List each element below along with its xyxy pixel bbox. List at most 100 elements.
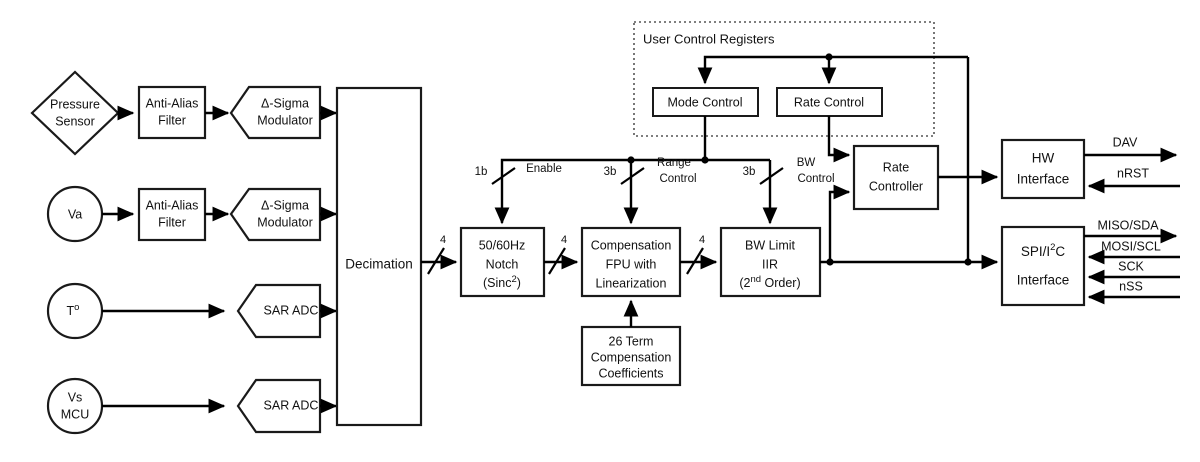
rate-control-block[interactable]: Rate Control: [776, 87, 883, 117]
coefficients-label-line3: Coefficients: [598, 366, 663, 380]
mode-control-label: Mode Control: [667, 95, 742, 109]
hw-interface-block: HW Interface: [1000, 138, 1086, 200]
compensation-fpu-box: [580, 226, 682, 298]
control-signal-enable: 1b Enable: [475, 163, 562, 185]
decimation-box: [335, 86, 423, 427]
hw-interface-label-line1: HW: [1032, 151, 1055, 166]
vs-mcu-label-line2: MCU: [61, 407, 89, 421]
decimation-block: Decimation: [335, 86, 423, 427]
temperature-source-node: To: [46, 282, 104, 340]
junction-range-control: [627, 156, 635, 164]
delta-sigma-modulator-2: Δ-Sigma Modulator: [229, 187, 322, 242]
user-control-registers-title: User Control Registers: [643, 31, 775, 46]
range-control-width: 3b: [604, 166, 617, 178]
vs-mcu-circle: [46, 377, 104, 435]
vs-mcu-label-line1: Vs: [68, 390, 83, 404]
compensation-coefficients-block: 26 Term Compensation Coefficients: [580, 325, 682, 387]
sar-adc-1-label: SAR ADC: [264, 303, 319, 317]
coefficients-label-line1: 26 Term: [609, 334, 654, 348]
sar-adc-2: SAR ADC: [236, 378, 322, 434]
mode-control-box[interactable]: [652, 87, 759, 117]
signal-label-sck: SCK: [1118, 259, 1144, 273]
junction-databus-trunk: [964, 258, 972, 266]
range-control-label-line1: Range: [657, 157, 691, 169]
bw-control-label-line2: Control: [797, 173, 834, 185]
sar-adc-1-shape: [236, 283, 322, 339]
delta-sigma-modulator-2-label-line1: Δ-Sigma: [261, 198, 309, 212]
sar-adc-2-label: SAR ADC: [264, 398, 319, 412]
compensation-fpu-label-line2: FPU with: [606, 257, 657, 271]
pressure-sensor-node: Pressure Sensor: [30, 70, 120, 156]
anti-alias-filter-1-label-line1: Anti-Alias: [146, 96, 199, 110]
bus-width-decimation-out: 4: [440, 234, 446, 246]
rate-controller-label-line2: Controller: [869, 179, 923, 193]
rate-controller-label-line1: Rate: [883, 160, 909, 174]
bw-limit-label-line3: (2nd Order): [739, 274, 800, 291]
range-control-slash: [620, 167, 645, 185]
compensation-fpu-label-line1: Compensation: [591, 238, 672, 252]
bw-limit-label-line1: BW Limit: [745, 238, 796, 252]
notch-label-line1: 50/60Hz: [479, 238, 526, 252]
bw-control-label-line1: BW: [797, 157, 816, 169]
enable-slash: [491, 167, 516, 185]
delta-sigma-modulator-1: Δ-Sigma Modulator: [229, 85, 322, 140]
bus-slash-decimation-out: [427, 247, 445, 275]
coefficients-label-line2: Compensation: [591, 350, 672, 364]
sar-adc-2-shape: [236, 378, 322, 434]
enable-width: 1b: [475, 166, 488, 178]
notch-label-line3: (Sinc2): [483, 274, 521, 291]
bw-control-slash: [759, 167, 784, 185]
pressure-sensor-label-line1: Pressure: [50, 97, 100, 111]
notch-filter-block: 50/60Hz Notch (Sinc2): [459, 226, 546, 298]
anti-alias-filter-2: Anti-Alias Filter: [137, 187, 207, 242]
rate-control-label: Rate Control: [794, 95, 864, 109]
hw-interface-label-line2: Interface: [1017, 172, 1070, 187]
pressure-sensor-label-line2: Sensor: [55, 114, 95, 128]
rate-control-box[interactable]: [776, 87, 883, 117]
spi-i2c-label-line1: SPI/I2C: [1021, 242, 1066, 259]
pressure-sensor-diamond: [30, 70, 120, 156]
bw-limit-label-line2: IIR: [762, 257, 778, 271]
compensation-coefficients-box: [580, 325, 682, 387]
wire-mode-control-bus: [494, 116, 707, 225]
rate-controller-block: Rate Controller: [852, 144, 940, 211]
control-signal-bw: 3b BW Control: [743, 157, 835, 185]
control-signal-range: 3b Range Control: [604, 157, 697, 185]
delta-sigma-modulator-1-label-line2: Modulator: [257, 113, 313, 127]
compensation-fpu-label-line3: Linearization: [596, 276, 667, 290]
delta-sigma-modulator-2-label-line2: Modulator: [257, 215, 313, 229]
anti-alias-filter-1-label-line2: Filter: [158, 113, 186, 127]
signal-label-miso-sda: MISO/SDA: [1097, 218, 1159, 232]
bus-width-fpu-out: 4: [699, 234, 705, 246]
junction-top-bus: [825, 53, 833, 61]
spi-i2c-interface-block: SPI/I2C Interface: [1000, 225, 1086, 307]
delta-sigma-modulator-1-label-line1: Δ-Sigma: [261, 96, 309, 110]
wire-trunk-to-mode-control: [697, 55, 968, 85]
compensation-fpu-block: Compensation FPU with Linearization: [580, 226, 682, 298]
decimation-label: Decimation: [345, 257, 413, 272]
range-control-label-line2: Control: [659, 173, 696, 185]
signal-label-nrst: nRST: [1117, 166, 1149, 180]
bw-limit-iir-block: BW Limit IIR (2nd Order): [719, 226, 822, 298]
bw-limit-iir-box: [719, 226, 822, 298]
va-label: Va: [68, 207, 82, 221]
signal-label-nss: nSS: [1119, 279, 1143, 293]
anti-alias-filter-2-label-line1: Anti-Alias: [146, 198, 199, 212]
anti-alias-filter-1: Anti-Alias Filter: [137, 85, 207, 140]
mode-control-block[interactable]: Mode Control: [652, 87, 759, 117]
delta-sigma-modulator-2-shape: [229, 187, 322, 242]
anti-alias-filter-2-label-line2: Filter: [158, 215, 186, 229]
delta-sigma-modulator-1-shape: [229, 85, 322, 140]
user-control-registers-group: [633, 21, 935, 137]
hw-interface-box: [1000, 138, 1086, 200]
temperature-label: To: [67, 302, 80, 319]
va-source-node: Va: [46, 185, 104, 243]
spi-i2c-interface-box: [1000, 225, 1086, 307]
signal-label-dav: DAV: [1113, 135, 1138, 149]
sar-adc-1: SAR ADC: [236, 283, 322, 339]
wire-rate-control-to-controller: [827, 116, 851, 163]
rate-controller-box: [852, 144, 940, 211]
vs-mcu-source-node: Vs MCU: [46, 377, 104, 435]
junction-mode-bus: [701, 156, 709, 164]
